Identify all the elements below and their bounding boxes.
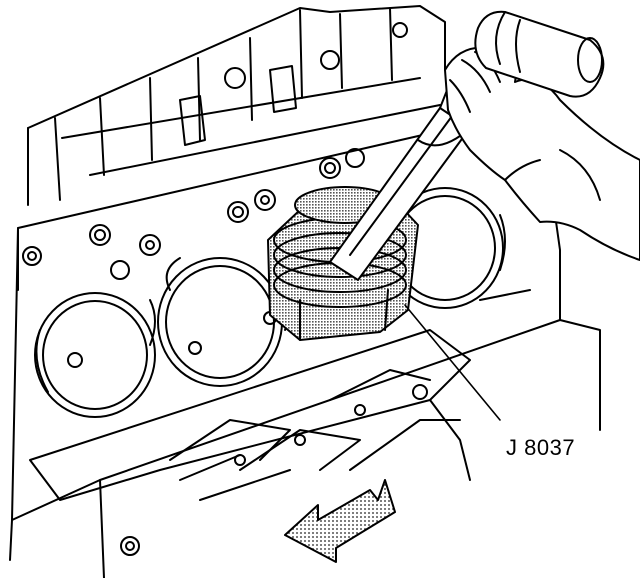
upper-block-outline — [27, 5, 446, 206]
front-direction-arrow-icon — [284, 479, 396, 563]
lower-block-casting — [29, 329, 471, 501]
tool-callout-label: J 8037 — [506, 435, 576, 460]
mallet-head — [474, 10, 605, 98]
callout-leader-line — [404, 304, 501, 421]
cylinder-bores — [34, 187, 504, 418]
